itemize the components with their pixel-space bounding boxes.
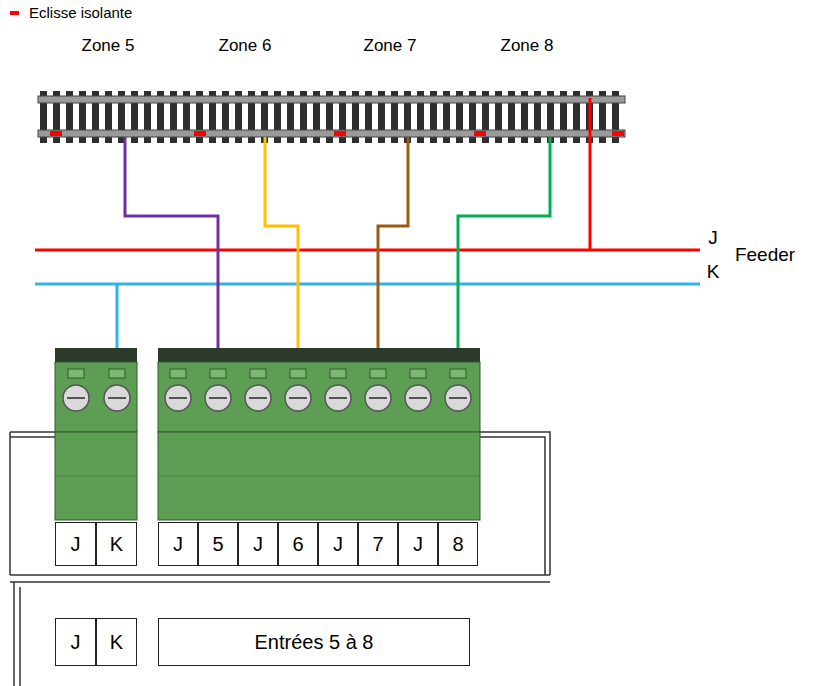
terminal-label: J — [398, 522, 438, 566]
feeder-name: J — [708, 227, 718, 249]
node-text: K — [110, 533, 123, 555]
terminal-label: 8 — [438, 522, 478, 566]
terminal-label: J — [158, 522, 198, 566]
node-text: 5 — [212, 533, 223, 555]
node-text: J — [71, 631, 81, 653]
rail — [38, 96, 625, 103]
wire-green — [458, 137, 550, 350]
node-text: 8 — [452, 533, 463, 555]
insulating-joints — [50, 131, 624, 136]
legend-text: Eclisse isolante — [29, 4, 132, 21]
zone-label: Zone 8 — [501, 36, 554, 56]
wire-blue — [116, 284, 119, 350]
wire-purple — [125, 137, 218, 350]
legend-swatch — [10, 11, 19, 15]
wire-red — [589, 98, 592, 250]
terminal-label: K — [96, 522, 137, 566]
zone-label: Zone 5 — [82, 36, 135, 56]
node-text: J — [413, 533, 423, 555]
connector-label: J — [55, 618, 96, 666]
node-text: J — [253, 533, 263, 555]
feeder-j — [35, 249, 700, 252]
terminal-label: 7 — [358, 522, 398, 566]
feeder-k — [35, 283, 700, 286]
terminal-label: J — [318, 522, 358, 566]
zone-label: Zone 7 — [364, 36, 417, 56]
node-text: J — [173, 533, 183, 555]
feeder-name: K — [707, 261, 720, 283]
zone-label: Zone 6 — [219, 36, 272, 56]
rail — [38, 130, 625, 137]
node-text: 7 — [372, 533, 383, 555]
inputs-label: Entrées 5 à 8 — [158, 618, 470, 666]
node-text: J — [333, 533, 343, 555]
node-text: 6 — [292, 533, 303, 555]
terminal-screws — [63, 369, 471, 411]
terminal-label: 6 — [278, 522, 318, 566]
node-text: Entrées 5 à 8 — [255, 631, 374, 653]
node-text: J — [71, 533, 81, 555]
wire-brown — [378, 137, 408, 350]
terminal-label: J — [238, 522, 278, 566]
terminal-block — [158, 348, 480, 520]
wire-yellow — [265, 137, 298, 350]
terminal-block — [55, 348, 137, 520]
connector-label: K — [96, 618, 137, 666]
legend-row: Eclisse isolante — [10, 4, 132, 21]
feeder-label: Feeder — [735, 244, 795, 266]
housing-outline — [10, 432, 550, 686]
terminal-label: 5 — [198, 522, 238, 566]
terminal-label: J — [55, 522, 96, 566]
node-text: K — [110, 631, 123, 653]
